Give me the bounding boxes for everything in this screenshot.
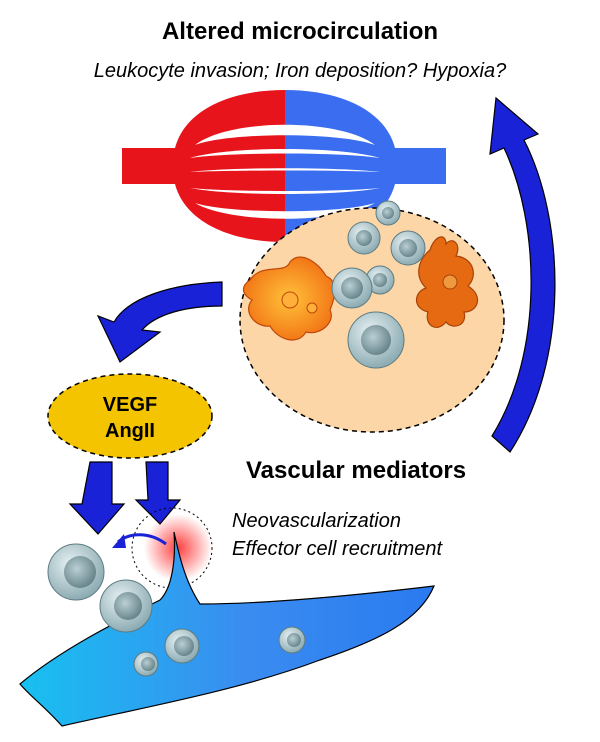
leukocyte-icon xyxy=(347,311,405,369)
leukocyte-icon xyxy=(390,230,426,266)
vascular-mediators-label: Vascular mediators xyxy=(246,457,467,484)
leukocyte-icon xyxy=(278,626,306,654)
factor-label-vegf: VEGF xyxy=(102,394,158,416)
down-arrow-icon xyxy=(68,461,126,535)
arterial-half xyxy=(175,90,285,242)
effect-label-recruitment: Effector cell recruitment xyxy=(232,538,443,560)
arteriole-inlet xyxy=(122,148,178,184)
macrophage-vacuole xyxy=(442,274,458,290)
leukocyte-icon xyxy=(375,200,401,226)
page-subtitle: Leukocyte invasion; Iron deposition? Hyp… xyxy=(93,60,507,82)
vascular-factors-badge xyxy=(47,373,213,459)
leukocyte-icon xyxy=(331,267,373,309)
recruitment-arrowhead-icon xyxy=(112,534,126,548)
blood-vessel-sprout-icon xyxy=(19,531,435,727)
effect-label-neovascularization: Neovascularization xyxy=(232,510,401,532)
macrophage-vacuole xyxy=(281,291,299,309)
sprout-outline xyxy=(131,507,213,589)
leukocyte-icon xyxy=(47,543,105,601)
leukocyte-icon xyxy=(164,628,200,664)
factor-label-angii: AngII xyxy=(105,420,155,442)
page-title: Altered microcirculation xyxy=(161,18,439,45)
leukocyte-icon xyxy=(347,221,381,255)
venule-outlet xyxy=(390,148,446,184)
curved-arrow-icon xyxy=(96,281,223,363)
leukocyte-icon xyxy=(133,651,159,677)
macrophage-vacuole xyxy=(306,302,318,314)
curved-arrow-icon xyxy=(489,96,556,453)
leukocyte-icon xyxy=(99,579,153,633)
